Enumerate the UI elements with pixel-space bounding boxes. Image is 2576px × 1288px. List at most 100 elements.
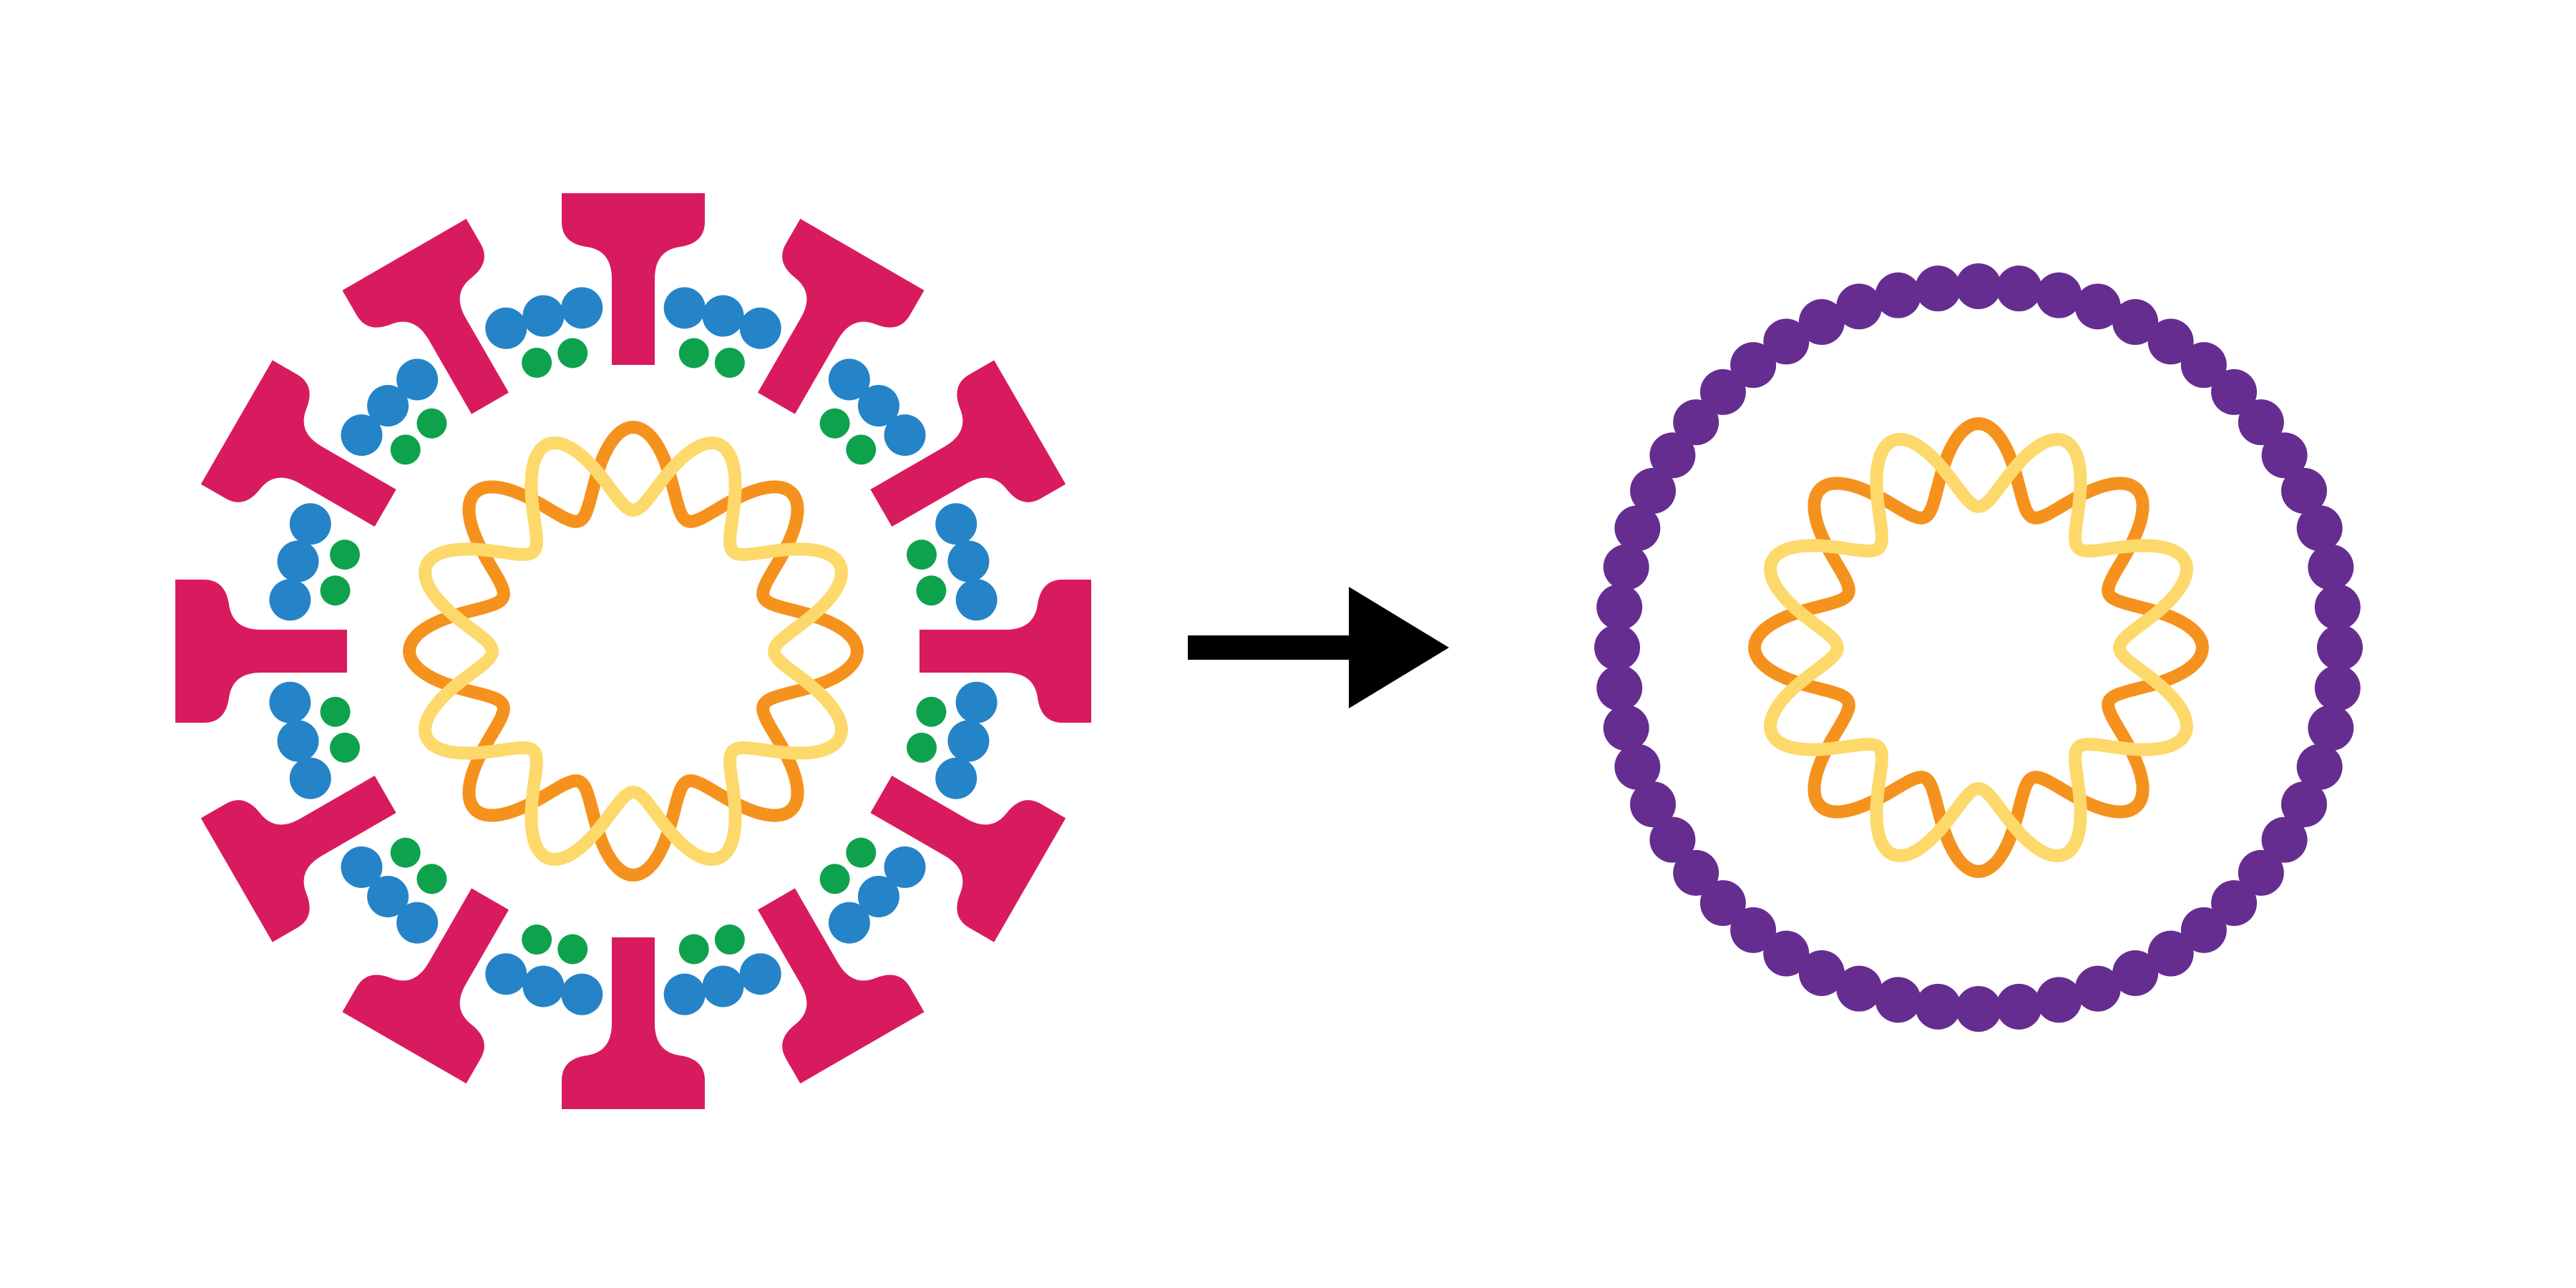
purple-dot [1649, 816, 1696, 863]
blue-dot-layer [269, 287, 997, 1015]
green-dot [714, 924, 745, 955]
purple-dot [2238, 399, 2284, 446]
purple-dot [1836, 283, 1883, 330]
core-rings [403, 421, 864, 882]
purple-dot [1699, 369, 1746, 415]
spike-protein [870, 776, 1066, 942]
purple-dot [2317, 625, 2363, 670]
blue-dot [702, 295, 744, 337]
purple-dot [2112, 299, 2159, 346]
blue-dot [522, 965, 565, 1008]
blue-dot [485, 307, 527, 349]
green-dot [416, 864, 447, 894]
green-dot [557, 338, 588, 369]
purple-dot [1875, 272, 1921, 318]
purple-dot [2180, 342, 2227, 389]
purple-dot [1956, 986, 2001, 1032]
purple-dot [1798, 950, 1845, 996]
purple-dot [2280, 467, 2327, 514]
blue-dot [522, 295, 565, 337]
blue-dot [955, 579, 997, 621]
purple-dot [1996, 983, 2042, 1030]
blue-dot [739, 953, 781, 995]
arrow-shaft [1188, 635, 1360, 660]
purple-dot [2147, 318, 2194, 365]
blue-dot [935, 503, 977, 545]
green-dot [416, 408, 447, 439]
blue-dot [702, 965, 744, 1008]
blue-dot [947, 720, 990, 762]
blue-dot [367, 385, 409, 427]
green-dot [522, 924, 552, 955]
spike-protein [562, 193, 705, 365]
purple-dot [1763, 930, 1810, 977]
blue-dot [277, 540, 319, 582]
green-dot [390, 434, 421, 465]
purple-dot [2296, 505, 2343, 552]
purple-dot [1996, 265, 2042, 312]
purple-dot [1730, 907, 1777, 953]
blue-dot [485, 953, 527, 995]
green-dot [320, 575, 351, 606]
green-dot [916, 575, 947, 606]
blue-dot [341, 846, 383, 888]
green-dot [522, 347, 552, 378]
blue-dot [884, 846, 926, 888]
core-ring-yellow [419, 436, 848, 866]
purple-dot [2211, 369, 2258, 415]
purple-dot [2147, 930, 2194, 977]
blue-dot [828, 358, 870, 401]
spike-protein [758, 218, 924, 414]
green-dot [907, 732, 937, 763]
purple-dot [1603, 705, 1649, 751]
blue-dot [289, 503, 331, 545]
spike-protein [175, 580, 347, 723]
purple-dot [2238, 849, 2284, 896]
purple-dot [2280, 781, 2327, 828]
spike-protein [562, 937, 705, 1109]
spike-protein [342, 888, 509, 1084]
right-particle [1594, 263, 2363, 1032]
spike-protein [758, 888, 924, 1084]
spike-protein [200, 776, 396, 942]
blue-dot [884, 414, 926, 457]
purple-dot [2314, 584, 2361, 630]
spike-protein [919, 580, 1091, 723]
blue-dot [663, 287, 706, 329]
green-dot [819, 864, 850, 894]
purple-dot [2211, 880, 2258, 927]
core-ring-orange [1748, 417, 2209, 878]
purple-dot [2296, 743, 2343, 790]
green-dot [390, 837, 421, 868]
blue-dot [947, 540, 990, 582]
green-dot [916, 696, 947, 727]
purple-dot [2308, 705, 2354, 751]
green-dot [714, 347, 745, 378]
green-dot [678, 338, 709, 369]
blue-dot [857, 875, 899, 917]
purple-dot [2036, 977, 2082, 1023]
blue-dot [935, 757, 977, 799]
purple-dot [1915, 265, 1961, 312]
blue-dot [367, 875, 409, 917]
purple-dot [1673, 399, 1719, 446]
purple-dot [1630, 781, 1677, 828]
purple-dot [2036, 272, 2082, 318]
purple-dot [1594, 625, 1640, 670]
green-dot [557, 934, 588, 965]
purple-dot [1614, 743, 1661, 790]
purple-dot [1730, 342, 1777, 389]
purple-dot [2308, 544, 2354, 590]
purple-dot [1836, 965, 1883, 1012]
purple-dot [2074, 283, 2121, 330]
purple-dot [1763, 318, 1810, 365]
purple-dot [2180, 907, 2227, 953]
blue-dot [396, 902, 439, 944]
purple-dot [1649, 432, 1696, 479]
core-rings [1748, 417, 2209, 878]
green-dot [907, 540, 937, 570]
green-dot [678, 934, 709, 965]
blue-dot [561, 287, 603, 329]
blue-dot [663, 973, 706, 1015]
